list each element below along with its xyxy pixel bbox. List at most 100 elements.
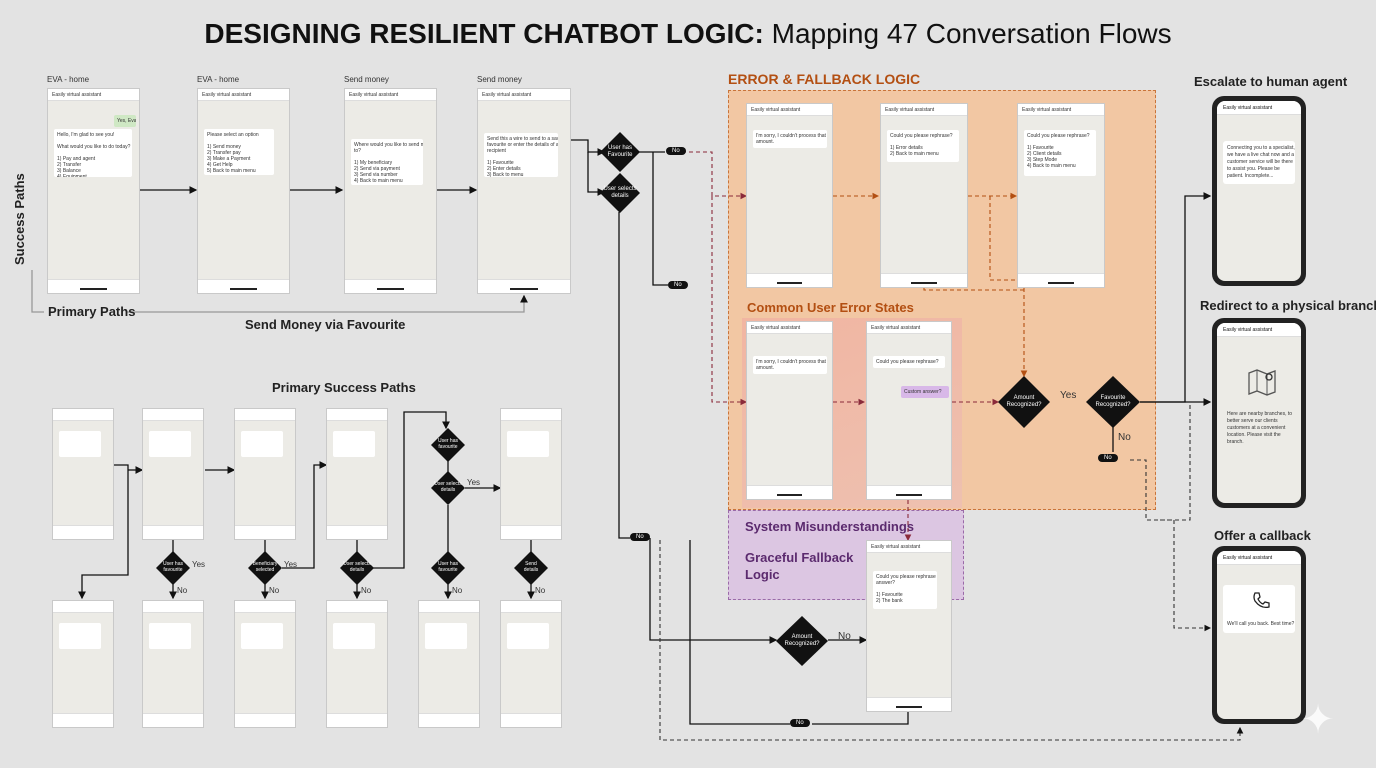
escalate-phone: Easily virtual assistant Connecting you … [1212, 96, 1306, 286]
bot-message [333, 431, 375, 457]
input-bar[interactable] [867, 697, 951, 711]
home-indicator [911, 282, 937, 284]
sparkle-icon: ✦ [1301, 698, 1335, 742]
mini-chat-screen [234, 408, 296, 540]
bot-message: Could you please rephrase? 1) Error deta… [887, 130, 959, 162]
bot-message: We'll call you back. Best time? [1227, 621, 1295, 627]
input-bar[interactable] [345, 279, 436, 293]
no-pill: No [1098, 454, 1118, 462]
input-bar[interactable] [501, 713, 561, 727]
common-error-screen: Easily virtual assistant I'm sorry, I co… [746, 321, 833, 500]
bot-message [149, 623, 191, 649]
input-bar[interactable] [143, 525, 203, 539]
screen-caption: EVA - home [197, 75, 240, 84]
bot-message [241, 431, 283, 457]
decision-favourite-recognized [1086, 376, 1140, 428]
chat-header: Easily virtual assistant [478, 89, 570, 101]
yes-label: Yes [467, 478, 481, 487]
rephrase-screen: Easily virtual assistant Could you pleas… [866, 321, 952, 500]
chat-header [419, 601, 479, 613]
bot-message: I'm sorry, I couldn't process that amoun… [753, 356, 827, 374]
no-label: No [535, 586, 546, 595]
home-indicator [896, 494, 922, 496]
chat-screen-send-money: Easily virtual assistant Where would you… [344, 88, 437, 294]
error-zone-title: ERROR & FALLBACK LOGIC [728, 71, 921, 87]
input-bar[interactable] [419, 713, 479, 727]
chat-header: Easily virtual assistant [867, 541, 951, 553]
bot-message [425, 623, 467, 649]
chat-header: Easily virtual assistant [1217, 551, 1301, 565]
input-bar[interactable] [198, 279, 289, 293]
chat-header [143, 601, 203, 613]
home-indicator [510, 288, 538, 290]
no-label: No [1118, 432, 1131, 443]
input-bar[interactable] [747, 273, 832, 287]
graceful-fallback-label: Graceful Fallback Logic [745, 550, 854, 582]
chat-header: Easily virtual assistant [48, 89, 139, 101]
bot-message: Hello, I'm glad to see you! What would y… [54, 129, 132, 177]
input-bar[interactable] [501, 525, 561, 539]
no-pill: No [668, 281, 688, 289]
chat-header [53, 409, 113, 421]
chat-header [501, 409, 561, 421]
yes-label: Yes [1060, 390, 1077, 401]
chat-header [327, 409, 387, 421]
input-bar[interactable] [867, 485, 951, 499]
page-title: DESIGNING RESILIENT CHATBOT LOGIC: Mappi… [204, 18, 1172, 49]
decision-favourite [600, 132, 640, 172]
chat-header [501, 601, 561, 613]
input-bar[interactable] [747, 485, 832, 499]
mini-chat-screen [234, 600, 296, 728]
decision-amount-recognized [998, 376, 1050, 428]
no-pill: No [666, 147, 686, 155]
input-bar[interactable] [327, 525, 387, 539]
decision-diamond [431, 428, 465, 462]
chat-header: Easily virtual assistant [1217, 101, 1301, 115]
no-label: No [269, 586, 280, 595]
chat-header [235, 601, 295, 613]
bot-message: Send this a wire to send to a saved favo… [484, 133, 558, 177]
home-indicator [79, 288, 108, 290]
primary-paths-label: Primary Paths [48, 304, 136, 319]
chat-screen-favourite: Easily virtual assistant Send this a wir… [477, 88, 571, 294]
bot-message: I'm sorry, I couldn't process that amoun… [753, 130, 827, 148]
user-reply: Yes, Eva [114, 115, 136, 127]
error-screen-1: Easily virtual assistant I'm sorry, I co… [746, 103, 833, 288]
mini-chat-screen [500, 600, 562, 728]
map-icon [1248, 369, 1276, 396]
fallback-screen: Easily virtual assistant Could you pleas… [866, 540, 952, 712]
mini-chat-screen [326, 600, 388, 728]
input-bar[interactable] [235, 525, 295, 539]
input-bar[interactable] [235, 713, 295, 727]
bot-message: Could you please rephrase? 1) Favourite … [1024, 130, 1096, 176]
input-bar[interactable] [53, 713, 113, 727]
home-indicator [1048, 282, 1074, 284]
input-bar[interactable] [327, 713, 387, 727]
decision-diamond [514, 551, 548, 585]
bot-message: Please select an option 1) Send money 2)… [204, 129, 274, 175]
home-indicator [776, 494, 803, 496]
decision-diamond [431, 471, 465, 505]
bot-message: Connecting you to a specialist, we have … [1223, 141, 1295, 184]
bot-message [59, 431, 101, 457]
input-bar[interactable] [48, 279, 139, 293]
decision-diamond [431, 551, 465, 585]
chat-header: Easily virtual assistant [747, 322, 832, 334]
bot-message [241, 623, 283, 649]
chat-header: Easily virtual assistant [747, 104, 832, 116]
mini-chat-screen [500, 408, 562, 540]
callback-label: Offer a callback [1214, 528, 1311, 543]
decision-details [600, 173, 640, 213]
mini-chat-screen [142, 408, 204, 540]
no-pill: No [790, 719, 810, 727]
no-label: No [452, 586, 463, 595]
mini-chat-screen [326, 408, 388, 540]
input-bar[interactable] [53, 525, 113, 539]
bot-message: Here are nearby branches, to better serv… [1227, 411, 1293, 445]
input-bar[interactable] [1018, 273, 1104, 287]
input-bar[interactable] [881, 273, 967, 287]
redirect-label: Redirect to a physical branch [1200, 298, 1376, 313]
input-bar[interactable] [478, 279, 570, 293]
chat-header [53, 601, 113, 613]
input-bar[interactable] [143, 713, 203, 727]
